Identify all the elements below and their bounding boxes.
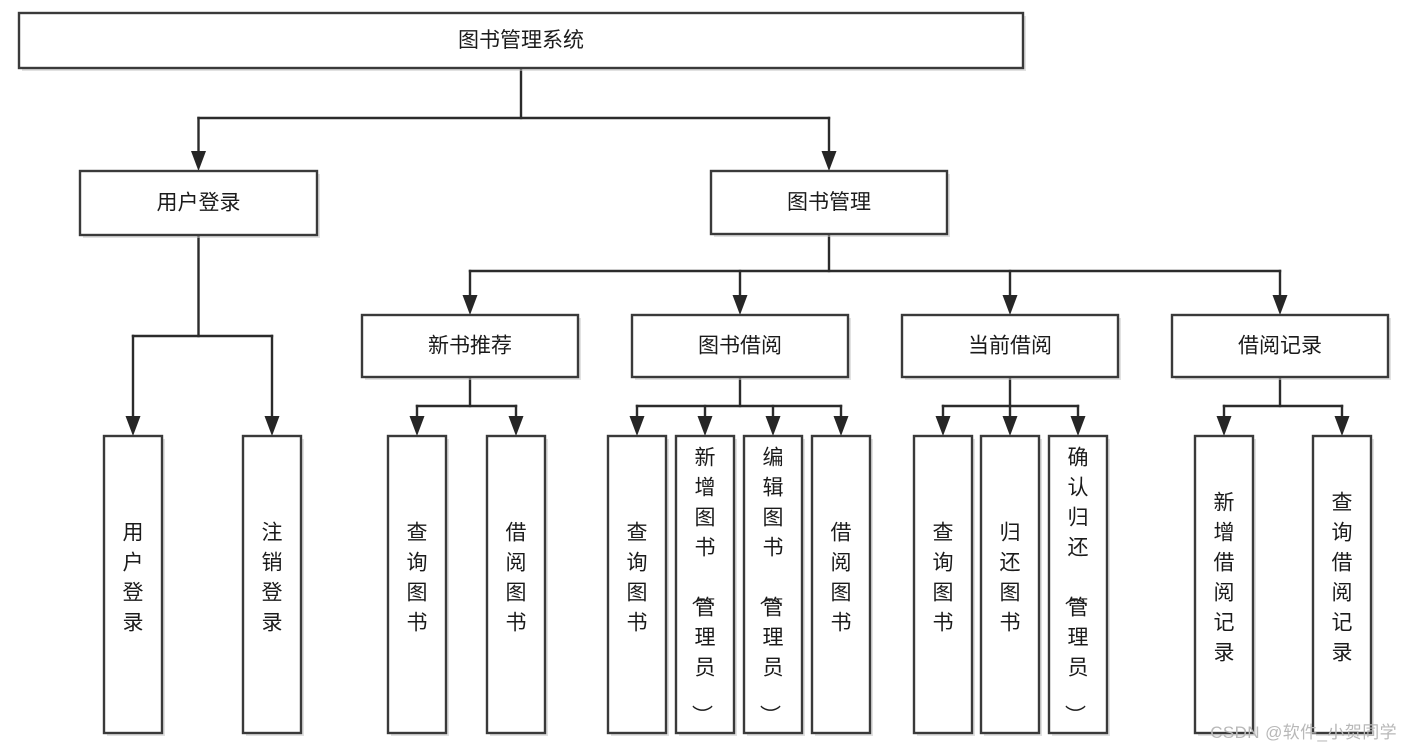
arrow-head: [125, 416, 141, 436]
node-rect: [1193, 434, 1255, 735]
node-rect: [810, 434, 872, 735]
arrow-head: [833, 416, 849, 436]
node-cb-return-book[interactable]: 归还图书: [979, 434, 1042, 736]
arrow-head: [1216, 416, 1232, 436]
node-rect: [912, 434, 974, 735]
arrow-head: [1070, 416, 1086, 436]
arrow-head: [1002, 416, 1018, 436]
node-label: 新增图书（管理员）: [690, 447, 716, 726]
arrow-head: [462, 295, 478, 315]
node-layer: 图书管理系统用户登录图书管理用户登录注销登录新书推荐图书借阅当前借阅借阅记录查询…: [17, 11, 1391, 736]
connector-layer: [125, 66, 1350, 436]
node-label: 新书推荐: [428, 335, 512, 358]
node-current-borrow[interactable]: 当前借阅: [900, 313, 1121, 380]
node-nbr-query-book[interactable]: 查询图书: [386, 434, 449, 736]
node-label: 借阅图书: [831, 522, 852, 635]
node-bb-borrow-book[interactable]: 借阅图书: [810, 434, 873, 736]
node-label: 编辑图书（管理员）: [758, 447, 784, 726]
node-label: 查询图书: [627, 522, 648, 635]
node-user-login-do[interactable]: 用户登录: [102, 434, 165, 736]
node-br-add-record[interactable]: 新增借阅记录: [1193, 434, 1256, 736]
node-rect: [360, 313, 580, 379]
arrow-head: [935, 416, 951, 436]
node-rect: [900, 313, 1120, 379]
csdn-watermark: CSDN @软件_小贺同学: [1210, 723, 1397, 742]
node-rect: [979, 434, 1041, 735]
node-label: 借阅记录: [1238, 335, 1322, 358]
node-rect: [386, 434, 448, 735]
node-rect: [742, 434, 804, 735]
arrow-head: [821, 151, 837, 171]
node-cb-query-book[interactable]: 查询图书: [912, 434, 975, 736]
arrow-head: [508, 416, 524, 436]
node-user-logout[interactable]: 注销登录: [241, 434, 304, 736]
node-bb-add-book[interactable]: 新增图书（管理员）: [674, 434, 737, 736]
node-user-login[interactable]: 用户登录: [78, 169, 320, 238]
node-nbr-borrow-book[interactable]: 借阅图书: [485, 434, 548, 736]
node-label: 查询借阅记录: [1332, 492, 1353, 665]
node-label: 借阅图书: [506, 522, 527, 635]
node-rect: [709, 169, 949, 236]
node-label: 确认归还（管理员）: [1063, 447, 1089, 726]
arrow-head: [409, 416, 425, 436]
arrow-head: [765, 416, 781, 436]
node-rect: [241, 434, 303, 735]
node-label: 用户登录: [123, 522, 144, 635]
node-rect: [606, 434, 668, 735]
node-label: 用户登录: [157, 192, 241, 215]
arrow-head: [264, 416, 280, 436]
arrow-head: [191, 151, 206, 171]
arrow-head: [1272, 295, 1288, 315]
node-rect: [78, 169, 319, 237]
node-br-query-record[interactable]: 查询借阅记录: [1311, 434, 1374, 736]
node-rect: [1047, 434, 1109, 735]
node-bb-edit-book[interactable]: 编辑图书（管理员）: [742, 434, 805, 736]
node-book-borrow[interactable]: 图书借阅: [630, 313, 851, 380]
node-label: 图书管理系统: [458, 29, 584, 52]
node-label: 图书管理: [787, 191, 871, 214]
node-book-manage[interactable]: 图书管理: [709, 169, 950, 237]
node-root[interactable]: 图书管理系统: [17, 11, 1026, 71]
node-rect: [674, 434, 736, 735]
node-rect: [630, 313, 850, 379]
node-label: 图书借阅: [698, 335, 782, 358]
node-new-book-recommend[interactable]: 新书推荐: [360, 313, 581, 380]
arrow-head: [732, 295, 748, 315]
node-label: 归还图书: [1000, 522, 1021, 635]
node-rect: [1170, 313, 1390, 379]
node-bb-query-book[interactable]: 查询图书: [606, 434, 669, 736]
node-borrow-record[interactable]: 借阅记录: [1170, 313, 1391, 380]
node-label: 新增借阅记录: [1214, 492, 1235, 665]
node-label: 当前借阅: [968, 335, 1052, 358]
node-cb-confirm-return[interactable]: 确认归还（管理员）: [1047, 434, 1110, 736]
arrow-head: [1334, 416, 1350, 436]
node-label: 查询图书: [407, 522, 428, 635]
arrow-head: [629, 416, 645, 436]
node-rect: [485, 434, 547, 735]
arrow-head: [1002, 295, 1018, 315]
node-rect: [102, 434, 164, 735]
arrow-head: [697, 416, 713, 436]
node-rect: [1311, 434, 1373, 735]
node-label: 注销登录: [262, 522, 283, 635]
node-rect: [17, 11, 1025, 70]
node-label: 查询图书: [933, 522, 954, 635]
